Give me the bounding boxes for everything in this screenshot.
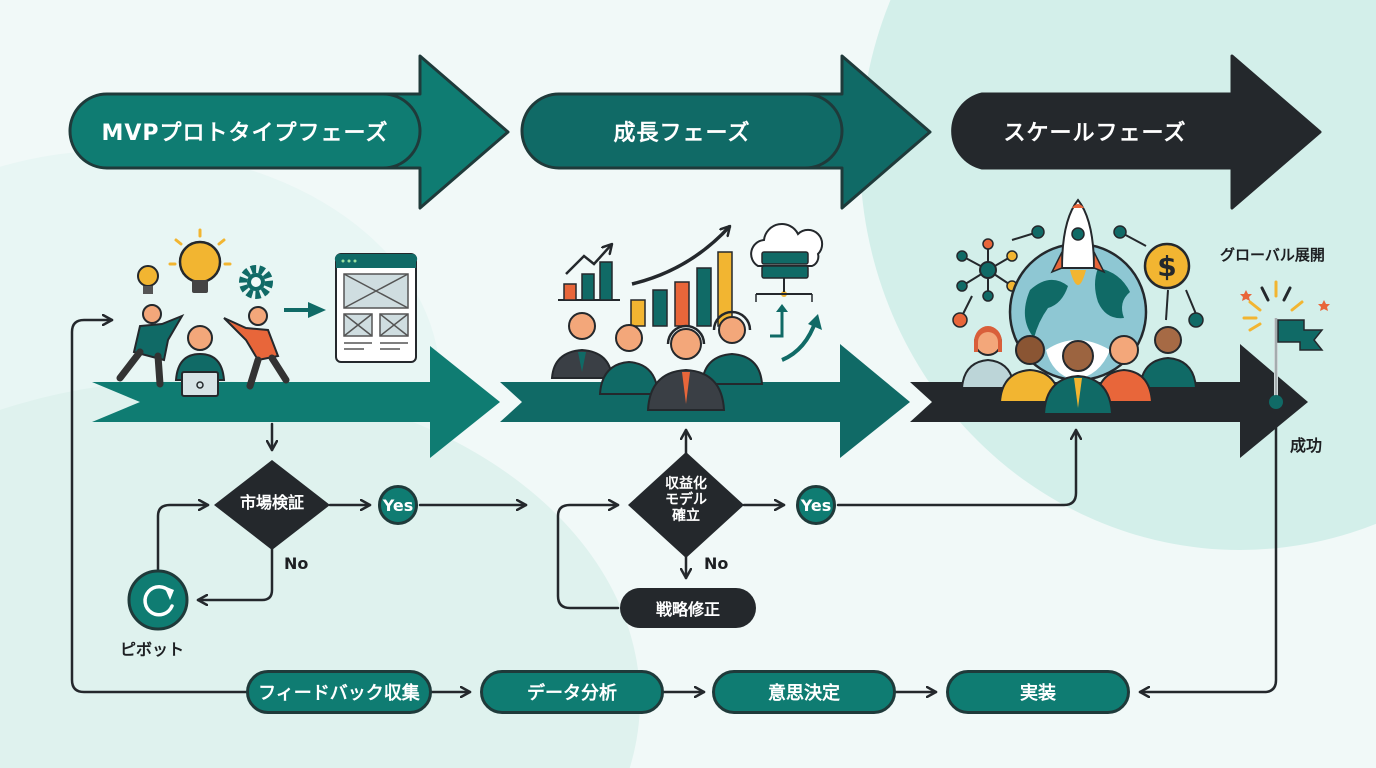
phase-arrow-growth bbox=[520, 54, 932, 210]
global-expansion-label: グローバル展開 bbox=[1220, 246, 1325, 264]
pivot-label: ピボット bbox=[120, 640, 185, 659]
phase-arrow-mvp bbox=[68, 54, 510, 210]
band-arrow-mvp bbox=[92, 346, 500, 458]
yes-badge-market: Yes bbox=[378, 485, 418, 525]
bar-chart-icon bbox=[558, 244, 733, 327]
network-icon bbox=[952, 225, 1045, 328]
phase-arrow-scale bbox=[951, 54, 1322, 210]
laptop-icon bbox=[181, 371, 219, 397]
phase-label-mvp: MVPプロトタイプフェーズ bbox=[101, 121, 389, 146]
support-team-icon bbox=[550, 310, 764, 411]
arrow-right-icon bbox=[284, 302, 326, 318]
phase-label-growth: 成長フェーズ bbox=[613, 121, 751, 146]
decision-diamond-monetization bbox=[628, 452, 744, 558]
strategy-fix-label: 戦略修正 bbox=[655, 600, 720, 619]
loop-step-decision[interactable]: 意思決定 bbox=[712, 670, 896, 714]
loop-step-implementation[interactable]: 実装 bbox=[946, 670, 1130, 714]
decision-diamond-market bbox=[214, 460, 330, 550]
dollar-symbol: $ bbox=[1157, 250, 1176, 283]
wireframe-icon bbox=[334, 253, 418, 363]
decision-monetization-line: モデル bbox=[665, 492, 707, 509]
no-label-monetization: No bbox=[704, 554, 729, 573]
yes-badge-monetization: Yes bbox=[796, 485, 836, 525]
lightbulb-icon bbox=[137, 228, 232, 294]
loop-step-data-analysis[interactable]: データ分析 bbox=[480, 670, 664, 714]
decision-monetization-line: 収益化 bbox=[665, 476, 707, 492]
dollar-coin-icon bbox=[1113, 225, 1204, 328]
connector-no-to-pivot bbox=[196, 546, 274, 600]
connector-loop-feedback bbox=[70, 320, 248, 694]
pivot-node[interactable] bbox=[127, 569, 189, 631]
diverse-team-icon bbox=[960, 326, 1198, 415]
flag-icon bbox=[1240, 280, 1330, 409]
rocket-icon bbox=[1050, 198, 1106, 285]
no-label-market: No bbox=[284, 554, 309, 573]
growth-arrow-icon bbox=[631, 226, 732, 286]
decision-market-label: 市場検証 bbox=[239, 493, 304, 512]
success-label: 成功 bbox=[1290, 436, 1323, 455]
decision-monetization-line: 確立 bbox=[672, 508, 700, 525]
refresh-icon bbox=[143, 584, 174, 617]
connector-pivot-to-decision bbox=[156, 505, 210, 578]
gear-icon bbox=[239, 265, 273, 299]
strategy-fix-node[interactable] bbox=[620, 588, 756, 628]
connector-success-to-loop bbox=[1138, 422, 1278, 692]
loop-step-feedback[interactable]: フィードバック収集 bbox=[246, 670, 432, 714]
cloud-server-icon bbox=[750, 223, 824, 362]
phase-label-scale: スケールフェーズ bbox=[1003, 121, 1187, 146]
decision-monetization-label: 収益化 モデル 確立 bbox=[640, 476, 732, 524]
connector-yes2-to-scale bbox=[836, 428, 1076, 507]
connector-strategy-to-decision2 bbox=[556, 505, 620, 610]
